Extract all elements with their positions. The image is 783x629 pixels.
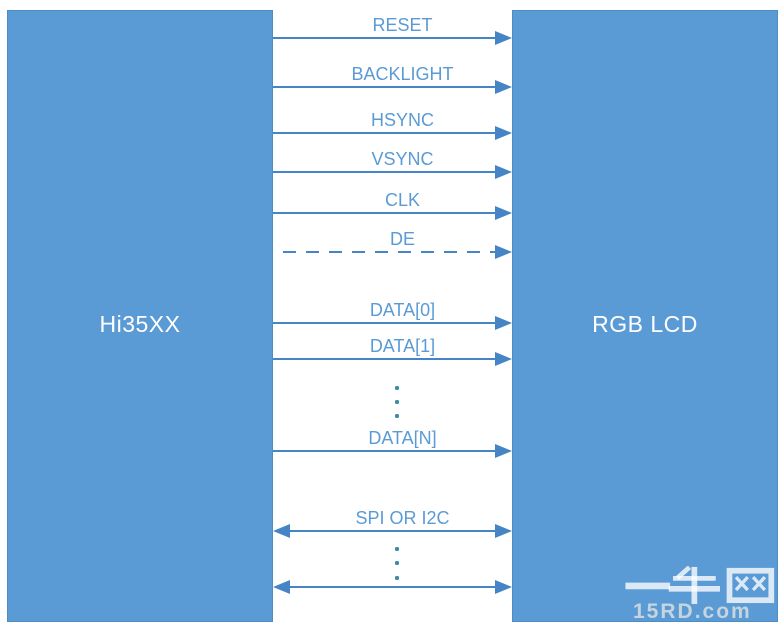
signal-label: HSYNC — [370, 110, 434, 130]
ellipsis-dot — [395, 561, 399, 565]
hi35xx-block: Hi35XX — [7, 10, 273, 622]
arrowhead-right-icon — [495, 580, 512, 594]
signal-label: DATA[N] — [368, 428, 437, 448]
signal-label: DATA[1] — [369, 336, 436, 356]
char-wang-x2 — [751, 576, 767, 592]
signal-line — [288, 586, 497, 588]
signal-label: DATA[0] — [369, 300, 436, 320]
arrowhead-right-icon — [495, 31, 512, 45]
signal-label: BACKLIGHT — [351, 64, 454, 84]
hi35xx-block-label: Hi35XX — [99, 311, 181, 337]
signal-line — [273, 132, 497, 134]
arrowhead-right-icon — [495, 206, 512, 220]
signal-line — [273, 251, 497, 253]
arrowhead-right-icon — [495, 524, 512, 538]
arrowhead-right-icon — [495, 126, 512, 140]
signal-line — [273, 450, 497, 452]
signal-line — [273, 212, 497, 214]
yiniuwang-watermark-logo — [622, 566, 780, 604]
signal-line — [273, 37, 497, 39]
signal-line — [273, 322, 497, 324]
arrowhead-right-icon — [495, 165, 512, 179]
char-wang-frame — [726, 567, 775, 604]
arrowhead-right-icon — [495, 245, 512, 259]
signal-line — [273, 171, 497, 173]
signal-label: VSYNC — [371, 149, 434, 169]
signal-label: SPI OR I2C — [355, 508, 450, 528]
arrowhead-right-icon — [495, 352, 512, 366]
signal-line — [273, 358, 497, 360]
signal-line — [288, 530, 497, 532]
arrowhead-left-icon — [273, 524, 290, 538]
signal-line — [273, 86, 497, 88]
signal-label: RESET — [372, 15, 433, 35]
signal-label: DE — [389, 229, 415, 249]
arrowhead-right-icon — [495, 80, 512, 94]
rgb-lcd-block-label: RGB LCD — [592, 311, 698, 337]
watermark-domain-text: 15RD.com — [633, 600, 752, 623]
ellipsis-dot — [395, 547, 399, 551]
arrowhead-right-icon — [495, 444, 512, 458]
arrowhead-left-icon — [273, 580, 290, 594]
ellipsis-dot — [395, 576, 399, 580]
ellipsis-dot — [395, 386, 399, 390]
signal-label: CLK — [384, 190, 420, 210]
char-niu-tick — [675, 566, 692, 580]
arrowhead-right-icon — [495, 316, 512, 330]
char-wang-x1 — [734, 576, 749, 592]
ellipsis-dot — [395, 400, 399, 404]
rgb-lcd-block: RGB LCD — [512, 10, 778, 622]
ellipsis-dot — [395, 414, 399, 418]
